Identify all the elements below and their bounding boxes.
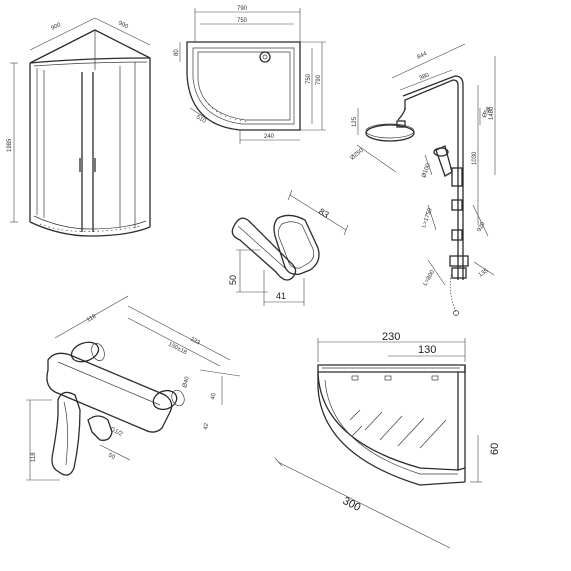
hook-dim-depth: 83 <box>317 206 331 220</box>
shelf-dim-inner: 130 <box>418 344 436 356</box>
shelf-dim-width: 230 <box>382 331 400 343</box>
shower-dim-head-dia: Ø250 <box>350 147 366 161</box>
mixer-dim-right-small: 42 <box>203 422 210 430</box>
shower-dim-lower-small: 135 <box>478 268 490 279</box>
shower-system-drawing: 844 380 Ø250 125 1480 1030 Ø58 920 Ø100 … <box>350 43 496 316</box>
cabin-dim-right: 900 <box>117 20 129 30</box>
mixer-dim-top: 118 <box>86 313 98 323</box>
shower-dim-mid: 1030 <box>472 151 478 165</box>
mixer-dim-left: 118 <box>31 452 37 462</box>
cabin-dim-height: 1985 <box>7 138 13 152</box>
cabin-dim-left: 900 <box>50 22 62 32</box>
shower-dim-lower-mid: 920 <box>476 221 486 233</box>
tray-dim-bottom-small: 240 <box>264 134 275 140</box>
tray-dim-inner-side: 750 <box>306 73 312 84</box>
mixer-dim-lower-right: 40 <box>210 392 218 401</box>
hook-dim-width: 41 <box>276 291 286 301</box>
tray-dim-side: 790 <box>316 74 322 85</box>
shower-dim-arm: 380 <box>419 72 431 82</box>
mixer-dim-inner: G1/2 <box>109 426 124 438</box>
shelf-dim-height: 60 <box>489 443 501 455</box>
shower-dim-bottom-len: L=800 <box>423 269 437 287</box>
shower-cabin-drawing: 900 900 1985 <box>7 17 151 237</box>
shower-dim-arm-height: Ø58 <box>482 106 493 119</box>
tray-dim-top: 790 <box>237 6 248 12</box>
mixer-dim-outlet: Ø40 <box>182 375 191 388</box>
bath-mixer-drawing: 118 223 150±18 Ø40 40 42 118 50 G1/2 <box>26 295 241 481</box>
tray-dim-inner-top: 750 <box>237 18 248 24</box>
mixer-dim-right-top: 223 <box>189 336 201 346</box>
towel-hook-drawing: 83 50 41 <box>228 189 349 306</box>
tray-dim-top-small: 80 <box>174 49 180 56</box>
shelf-dim-depth: 300 <box>341 495 363 514</box>
hook-dim-height: 50 <box>228 275 238 285</box>
tray-dim-radius: 510 <box>195 115 207 126</box>
corner-shelf-drawing: 230 130 60 300 <box>274 331 501 549</box>
shower-dim-hand-dia: Ø100 <box>421 162 432 178</box>
shower-dim-total: 1480 <box>489 106 495 120</box>
shower-tray-drawing: 790 750 790 750 80 240 510 <box>174 6 326 144</box>
shower-dim-top: 844 <box>416 51 428 61</box>
mixer-dim-bottom: 50 <box>107 452 116 461</box>
shower-dim-head-drop: 125 <box>352 116 358 127</box>
